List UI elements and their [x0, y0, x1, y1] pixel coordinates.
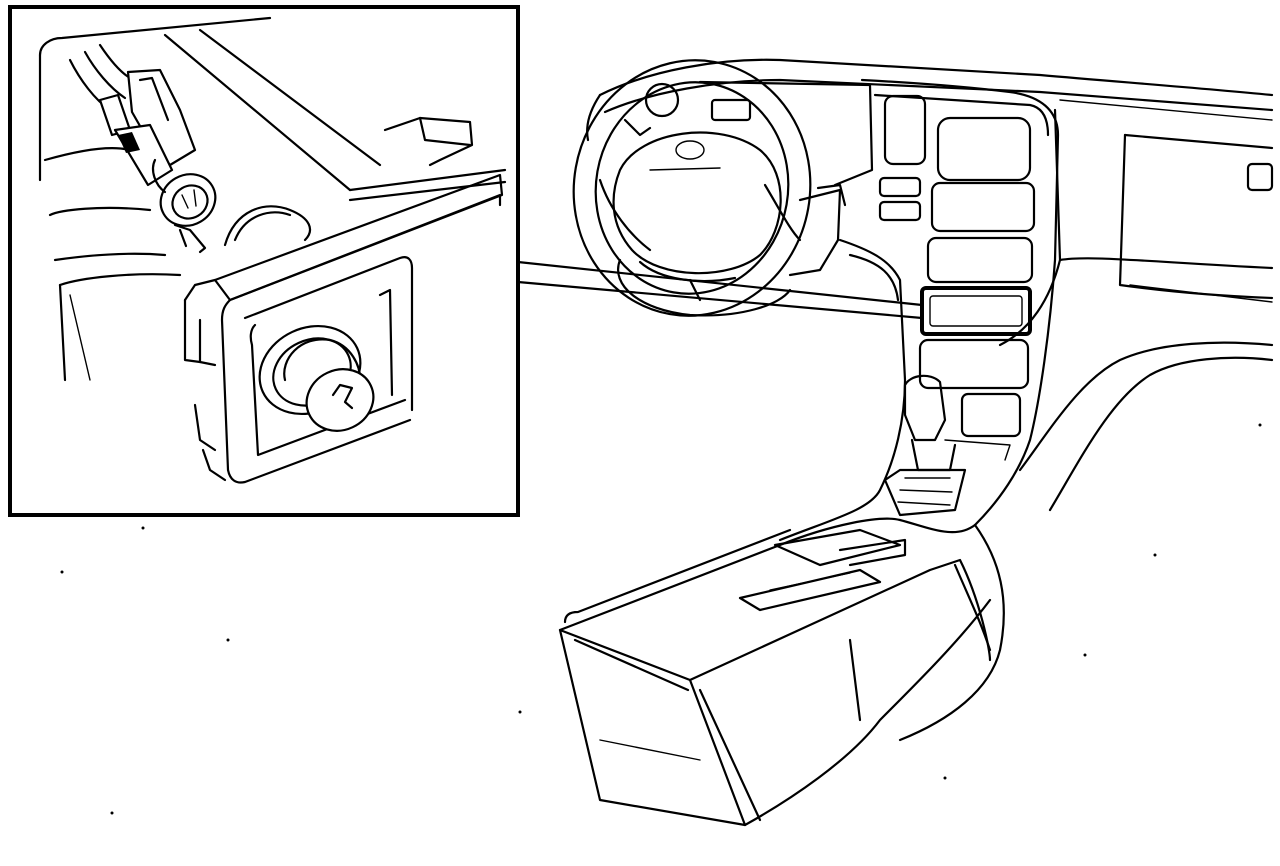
inset-detail-panel [8, 5, 520, 517]
leader-lines [516, 260, 924, 320]
steering-wheel [572, 59, 874, 317]
dashboard [586, 58, 1274, 512]
highlighted-switch-location [920, 286, 1032, 336]
center-stack [860, 78, 1060, 527]
switch-knob [258, 324, 375, 432]
center-console [558, 238, 1005, 827]
wiring-connector [68, 43, 312, 254]
scan-speckles [60, 423, 1262, 815]
